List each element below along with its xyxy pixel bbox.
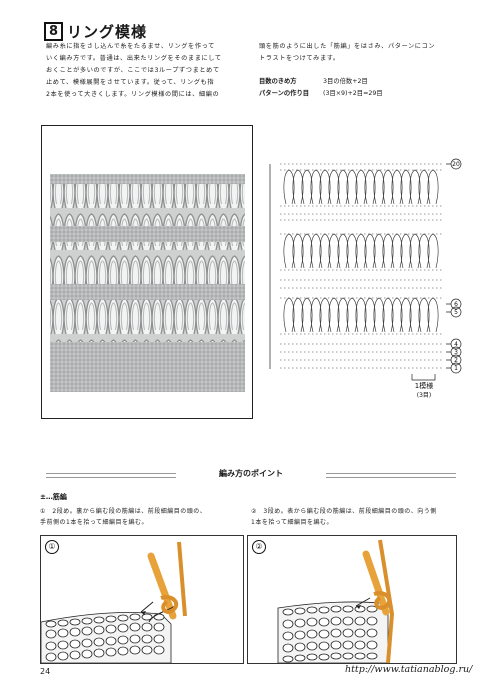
section-title: 編み方のポイント — [219, 469, 283, 478]
page-title: 8 リング模様 — [44, 22, 147, 41]
intro-line: 2本を使って大きくします。リング模様の間には、細編の — [46, 91, 220, 98]
website-link[interactable]: http://www.tatianablog.ru/ — [345, 664, 473, 675]
illustration-number: ② — [252, 540, 266, 554]
spec-row: 目数のきめ方 3目の倍数+2目 — [259, 76, 383, 88]
spec-label: 目数のきめ方 — [259, 78, 297, 85]
spec-value: 3目の倍数+2目 — [323, 78, 368, 85]
spec-label: パターンの作り目 — [259, 90, 310, 97]
repeat-sublabel: (3目) — [417, 392, 432, 399]
step-1-text: ① 2段め。裏から編む段の筋編は、前段細編目の頭の、 手前側の1本を拾って細編目… — [40, 506, 206, 528]
swatch-photo — [50, 174, 245, 392]
spec-row: パターンの作り目 (3目×9)+2目=29目 — [259, 88, 383, 100]
step-line: 1本を拾って細編目を編む。 — [251, 519, 334, 526]
chart-grid — [279, 163, 445, 369]
intro-line: トラストをつけてみます。 — [259, 55, 340, 62]
page-number: 24 — [40, 667, 51, 676]
row-markers — [269, 158, 462, 381]
illustration-1: ① — [40, 535, 244, 664]
intro-line: 編み糸に指をさし込んで糸をたるませ、リングを作って — [46, 43, 215, 50]
intro-line: 止めて、模様展開をさせています。従って、リングも指 — [46, 79, 215, 86]
intro-text-right: 頭を筋のように出した「筋編」をはさみ、パターンにコン トラストをつけてみます。 — [259, 41, 435, 65]
pattern-title: リング模様 — [67, 22, 148, 41]
divider — [46, 473, 176, 478]
hook-illustration-icon — [40, 541, 187, 664]
row-label: 4 — [454, 341, 458, 348]
step-line: 手前側の1本を拾って細編目を編む。 — [40, 519, 149, 526]
intro-line: いく編み方です。普通は、出来たリングをそのままにして — [46, 55, 222, 62]
spec-value: (3目×9)+2目=29目 — [323, 90, 383, 97]
row-label: 1 — [454, 365, 458, 372]
hook-illustration-icon — [277, 539, 395, 664]
row-label: 5 — [454, 309, 458, 316]
pattern-specs: 目数のきめ方 3目の倍数+2目 パターンの作り目 (3目×9)+2目=29目 — [259, 76, 383, 100]
pattern-number-badge: 8 — [44, 22, 63, 41]
row-label: 6 — [454, 301, 458, 308]
swatch-photo-frame — [41, 125, 253, 419]
crochet-chart: 20 6 5 4 3 2 1 1模様 (3目) — [269, 158, 462, 399]
illustration-2: ② — [247, 535, 457, 664]
step-line: ② 3段め。表から編む段の筋編は、前段細編目の頭の、向う側 — [251, 508, 437, 515]
illustration-number: ① — [45, 540, 59, 554]
section-header: 編み方のポイント — [46, 467, 456, 481]
row-label: 20 — [452, 161, 460, 168]
step-line: ① 2段め。裏から編む段の筋編は、前段細編目の頭の、 — [40, 508, 207, 515]
repeat-label: 1模様 — [415, 381, 433, 390]
step-2-text: ② 3段め。表から編む段の筋編は、前段細編目の頭の、向う側 1本を拾って細編目を… — [251, 506, 437, 528]
technique-label: ±…筋編 — [40, 493, 67, 501]
divider — [326, 473, 456, 478]
intro-line: 頭を筋のように出した「筋編」をはさみ、パターンにコン — [259, 43, 436, 50]
intro-text-left: 編み糸に指をさし込んで糸をたるませ、リングを作って いく編み方です。普通は、出来… — [46, 41, 222, 101]
row-label: 3 — [454, 349, 458, 356]
intro-line: おくことが多いのですが、ここでは3ループずつまとめて — [46, 67, 220, 74]
row-label: 2 — [454, 357, 458, 364]
